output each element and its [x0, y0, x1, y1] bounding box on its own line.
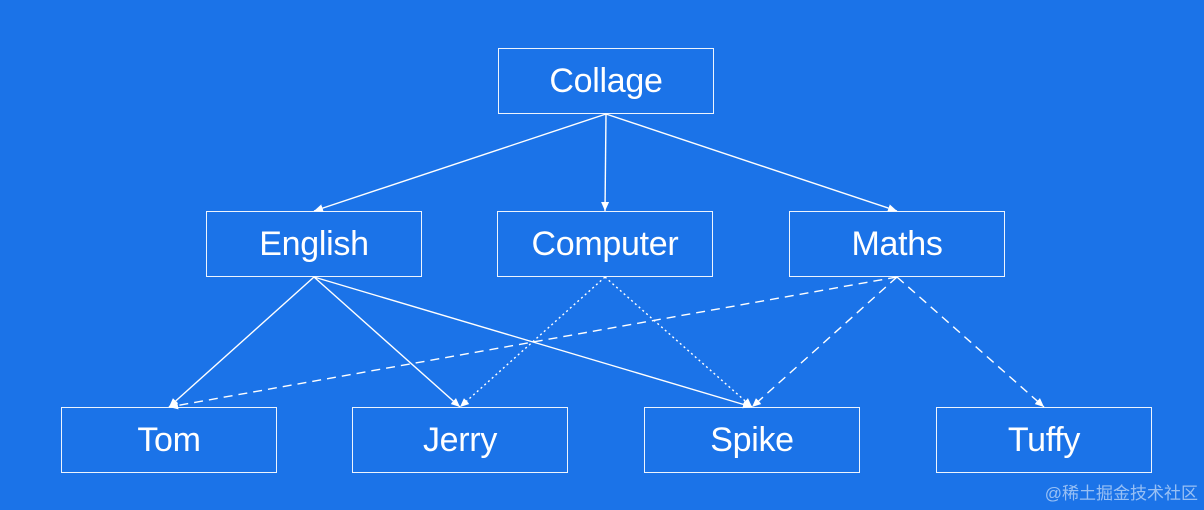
node-spike: Spike: [644, 407, 860, 473]
node-jerry: Jerry: [352, 407, 568, 473]
edge-computer-to-spike: [604, 276, 753, 408]
node-computer: Computer: [497, 211, 713, 277]
node-tuffy: Tuffy: [936, 407, 1152, 473]
edge-maths-to-spike: [751, 276, 898, 408]
node-tom: Tom: [61, 407, 277, 473]
watermark-text: @稀土掘金技术社区: [1044, 484, 1198, 503]
node-collage: Collage: [498, 48, 714, 114]
node-maths: Maths: [789, 211, 1005, 277]
node-english: English: [206, 211, 422, 277]
edge-maths-to-tom: [168, 276, 898, 410]
edge-english-to-jerry: [313, 276, 461, 408]
edge-collage-to-english: [313, 113, 607, 212]
edge-english-to-tom: [168, 276, 315, 408]
edge-collage-to-maths: [605, 113, 898, 212]
edge-collage-to-computer: [601, 113, 610, 212]
edge-maths-to-tuffy: [896, 276, 1045, 408]
